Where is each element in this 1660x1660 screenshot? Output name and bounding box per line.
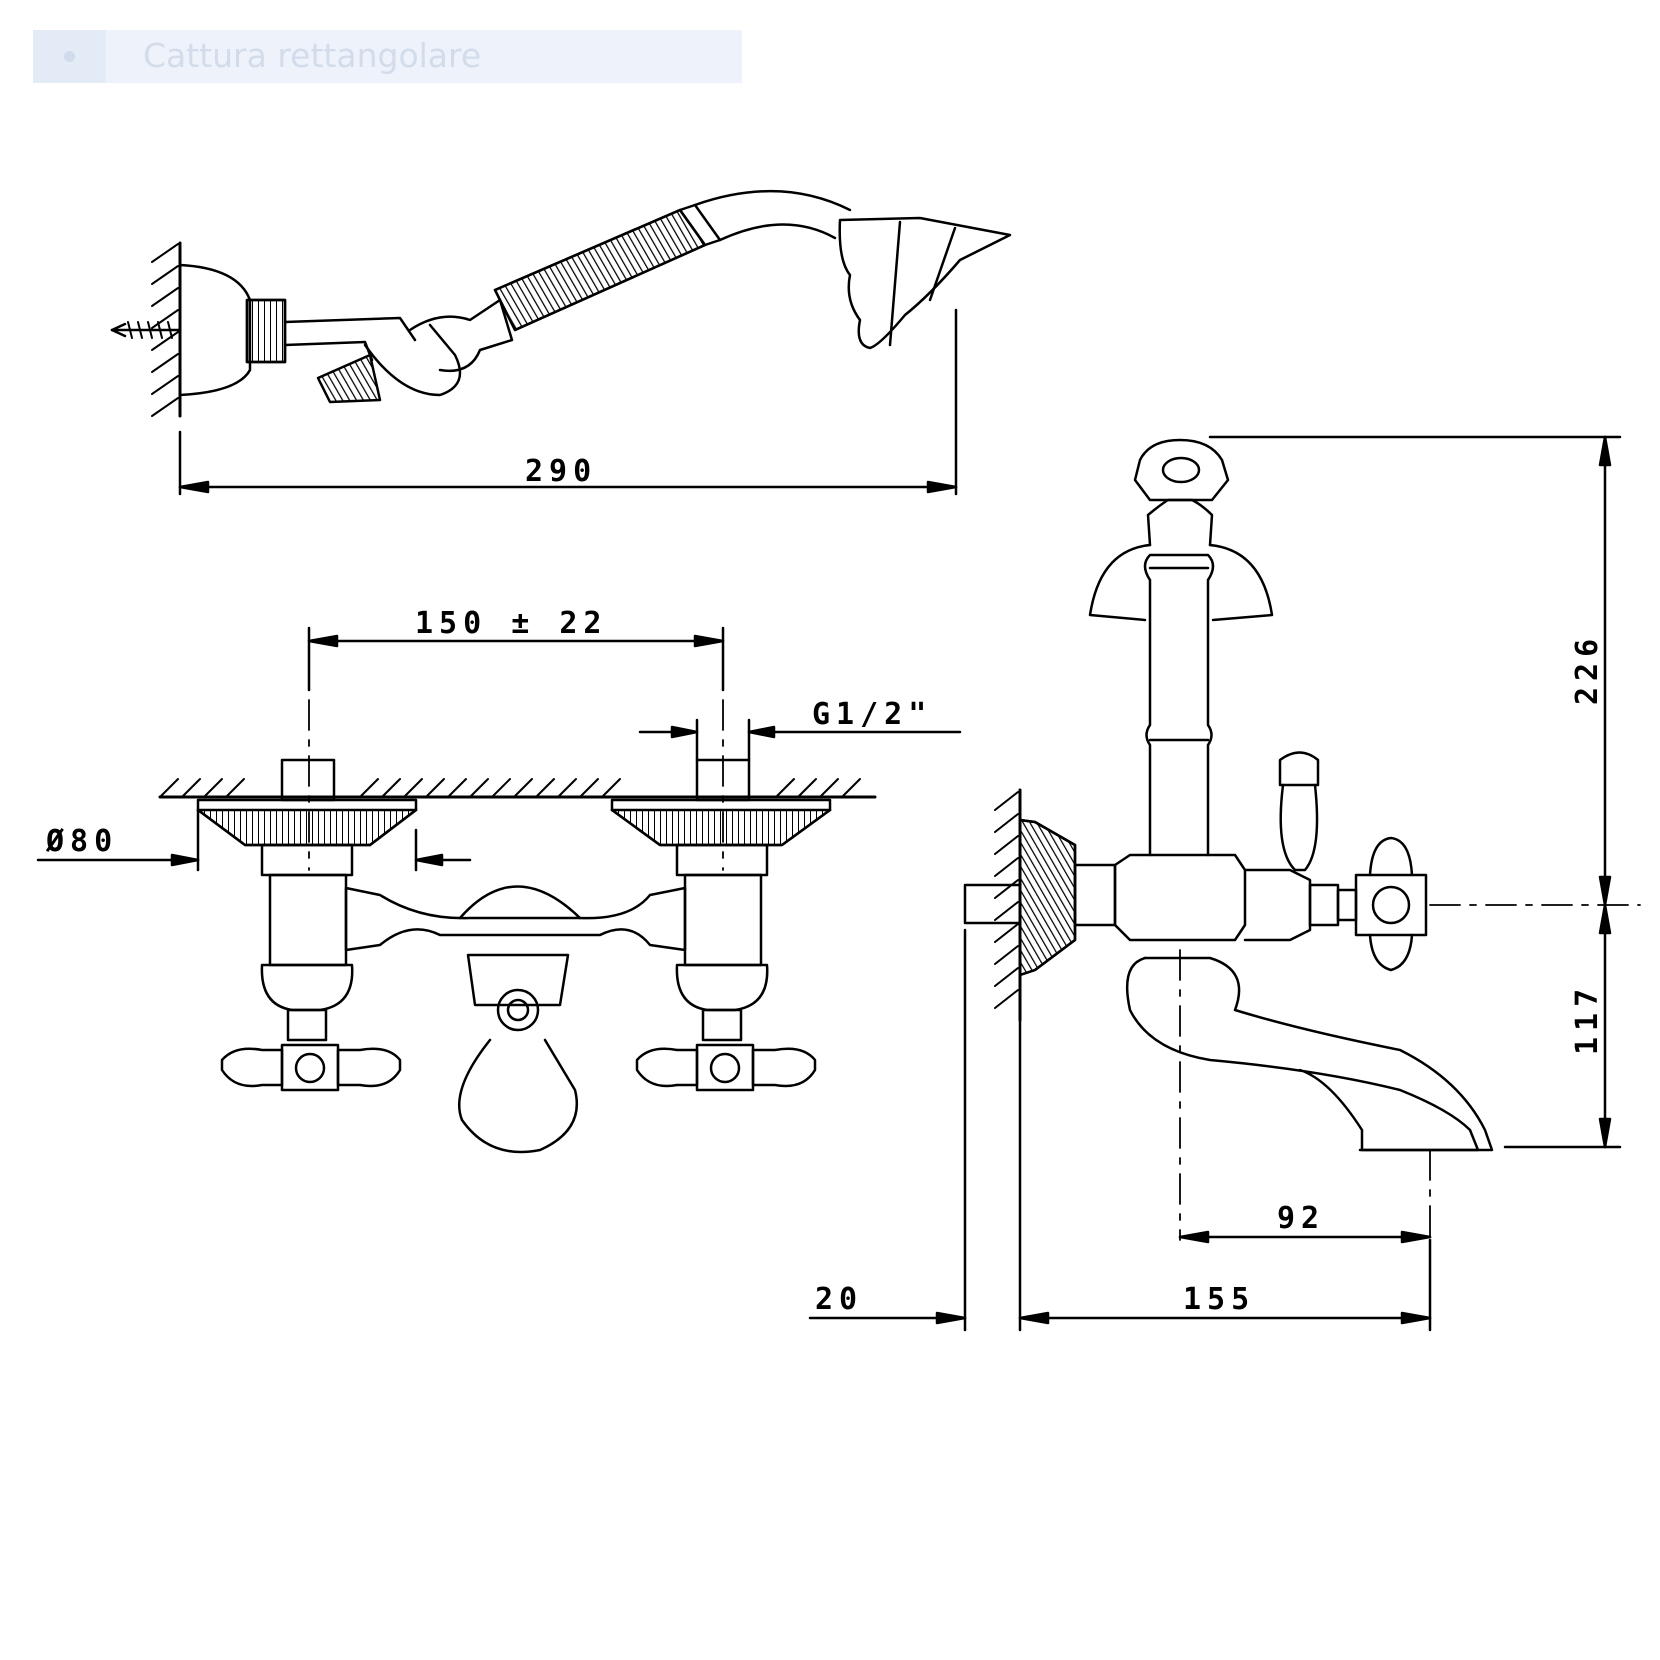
dim-117: 117 [1570, 983, 1605, 1055]
hand-shower-view [110, 189, 1012, 496]
record-button[interactable] [33, 30, 106, 83]
dim-20: 20 [815, 1282, 863, 1317]
capture-mode-label: Cattura rettangolare [143, 36, 482, 75]
dim-150: 150 ± 22 [415, 606, 608, 641]
mixer-front-view [36, 626, 962, 1154]
dim-diameter: Ø80 [45, 824, 118, 859]
dim-290: 290 [525, 454, 597, 489]
record-dot-icon [64, 51, 75, 62]
dim-155: 155 [1183, 1282, 1255, 1317]
capture-toolbar[interactable]: Cattura rettangolare [33, 30, 742, 83]
dim-92: 92 [1277, 1201, 1325, 1236]
dim-thread: G1/2" [812, 697, 932, 732]
dim-226: 226 [1570, 633, 1605, 705]
mixer-side-view [808, 435, 1641, 1332]
